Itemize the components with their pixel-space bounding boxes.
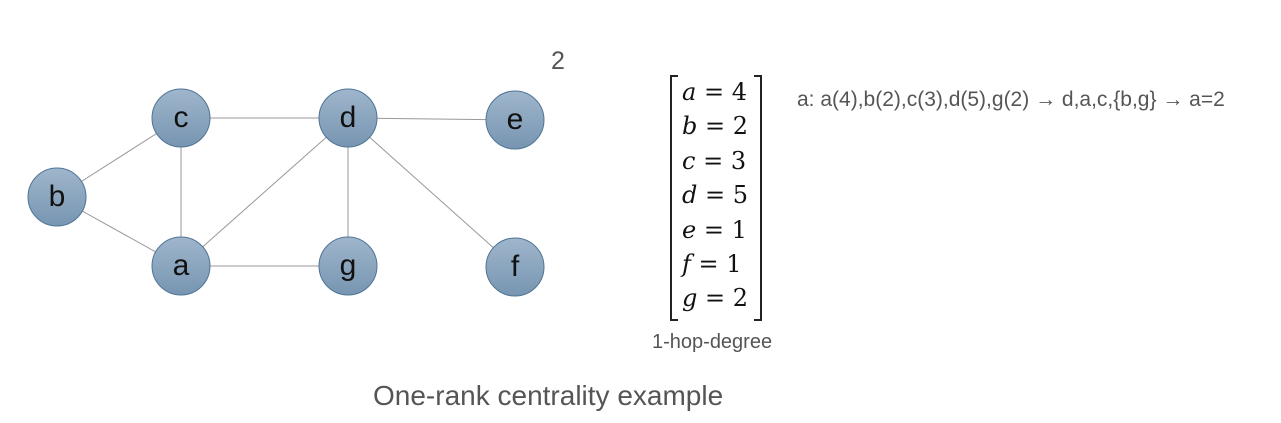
matrix-variable: f <box>682 249 691 278</box>
node-e: e <box>485 90 545 150</box>
matrix-equals: = <box>695 146 731 175</box>
edge-a-d <box>180 117 349 267</box>
matrix-row-d: d = 5 <box>682 178 754 212</box>
node-circle <box>27 167 87 227</box>
matrix-value: 4 <box>731 78 747 106</box>
matrix-row-b: b = 2 <box>682 109 754 143</box>
matrix-variable: c <box>682 146 696 175</box>
node-label: b <box>49 180 66 213</box>
node-circle <box>151 236 211 296</box>
node-circle <box>151 88 211 148</box>
node-circle <box>318 88 378 148</box>
matrix-left-bracket <box>670 75 678 321</box>
node-label: g <box>340 249 357 282</box>
corner-number: 2 <box>551 47 565 75</box>
matrix-equals: = <box>697 284 733 313</box>
matrix-value: 3 <box>730 146 747 175</box>
ranking-note: a: a(4),b(2),c(3),d(5),g(2) → d,a,c,{b,g… <box>797 88 1225 111</box>
matrix-row-f: f = 1 <box>682 247 754 281</box>
matrix-variable: d <box>682 181 698 210</box>
matrix-right-bracket <box>754 75 762 321</box>
matrix-caption: 1-hop-degree <box>652 331 773 353</box>
node-d: d <box>318 88 378 148</box>
matrix-value: 2 <box>732 284 749 313</box>
network-graph: a b c d e f g <box>27 88 545 297</box>
matrix-row-a: a = 4 <box>682 75 754 109</box>
node-circle <box>318 236 378 296</box>
node-c: c <box>151 88 211 148</box>
node-circle <box>485 90 545 150</box>
matrix-equals: = <box>696 78 732 106</box>
node-label: e <box>507 103 524 136</box>
node-label: f <box>511 250 520 283</box>
node-label: c <box>174 101 189 134</box>
node-a: a <box>151 236 211 296</box>
edge-d-f <box>347 117 516 268</box>
matrix-value: 1 <box>731 215 747 244</box>
matrix-equals: = <box>697 112 733 141</box>
matrix-row-g: g = 2 <box>682 281 754 315</box>
node-b: b <box>27 167 87 227</box>
matrix-variable: g <box>682 284 698 313</box>
matrix-equals: = <box>696 215 732 244</box>
matrix-row-c: c = 3 <box>682 144 754 178</box>
matrix-variable: e <box>682 215 697 244</box>
node-g: g <box>318 236 378 296</box>
figure-caption: One-rank centrality example <box>373 380 724 411</box>
matrix-equals: = <box>690 249 727 278</box>
matrix-variable: a <box>682 78 697 106</box>
matrix-equals: = <box>697 181 733 210</box>
matrix-value: 1 <box>726 249 742 278</box>
matrix-row-e: e = 1 <box>682 213 754 247</box>
matrix-variable: b <box>682 112 698 141</box>
node-circle <box>485 237 545 297</box>
node-label: d <box>340 101 357 134</box>
node-label: a <box>173 249 190 282</box>
node-f: f <box>485 237 545 297</box>
matrix-value: 5 <box>732 181 749 210</box>
matrix-value: 2 <box>732 112 749 141</box>
